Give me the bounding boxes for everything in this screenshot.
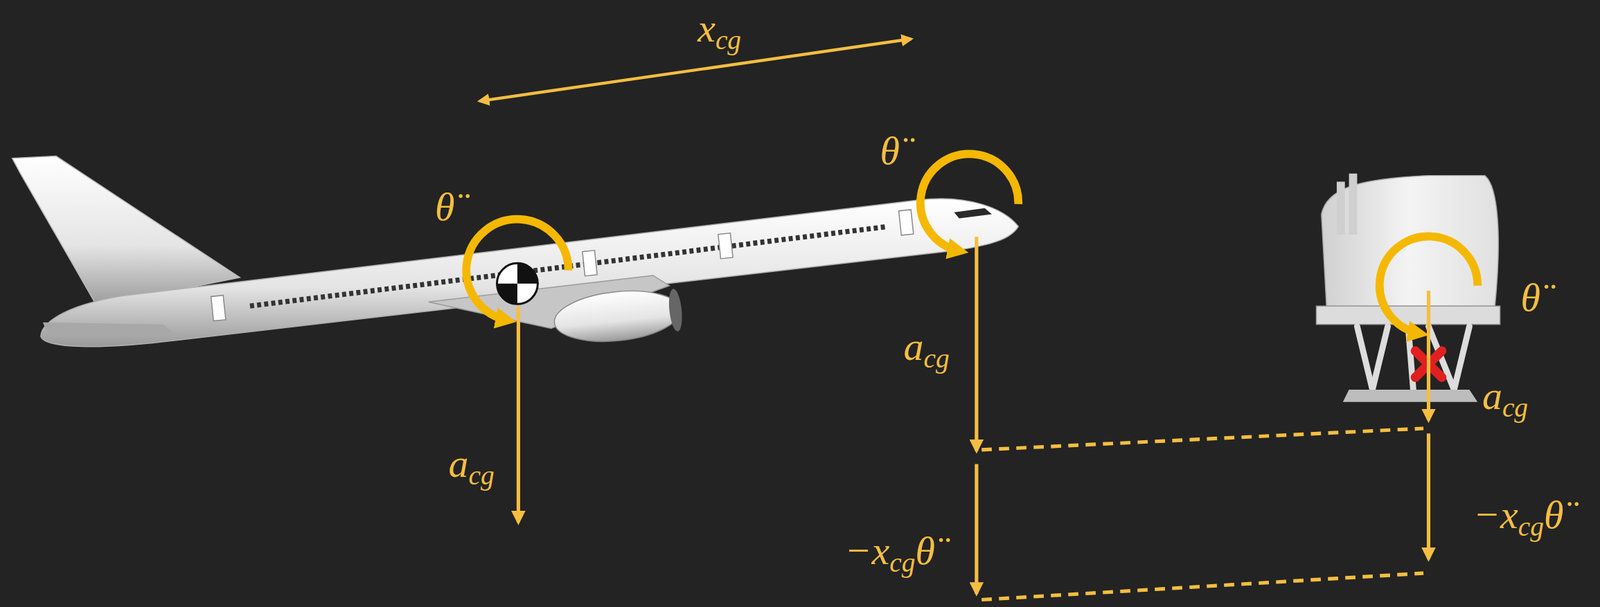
- rotation-arc: [920, 153, 1019, 251]
- math-label: xcg: [697, 5, 742, 52]
- cockpit-window: [953, 208, 992, 219]
- stabilizer: [42, 322, 179, 338]
- math-label: θ̈: [1521, 274, 1542, 322]
- dashed-link: [981, 428, 1424, 451]
- fuselage: [40, 198, 1019, 348]
- engine: [552, 285, 683, 348]
- ladder: [1336, 173, 1357, 235]
- tail-fin: [12, 156, 241, 307]
- cg-symbol: [496, 263, 538, 305]
- acceleration-arrow: [516, 306, 521, 523]
- door: [899, 209, 914, 236]
- math-label: θ̈: [879, 128, 900, 175]
- airplane: [12, 156, 1019, 348]
- math-label: θ̈: [434, 184, 456, 231]
- door: [718, 233, 733, 260]
- rotation-arc: [466, 219, 568, 321]
- acceleration-arrow: [1426, 433, 1431, 559]
- flight-simulator: [1316, 173, 1500, 403]
- engine-intake: [667, 288, 684, 332]
- math-label: −xcgθ̈: [1473, 492, 1564, 539]
- base-plate: [1343, 389, 1478, 403]
- dashed-link: [981, 573, 1424, 600]
- math-label: acg: [1482, 372, 1528, 420]
- platform: [1316, 306, 1500, 325]
- acceleration-arrow: [1426, 290, 1431, 421]
- door: [582, 250, 598, 277]
- door: [211, 295, 226, 322]
- dimension-arrow: [479, 38, 911, 102]
- math-label: acg: [903, 324, 950, 371]
- acceleration-arrow: [974, 236, 979, 451]
- math-label: acg: [448, 441, 495, 488]
- math-label: −xcgθ̈: [844, 527, 936, 575]
- acceleration-arrow: [974, 464, 979, 595]
